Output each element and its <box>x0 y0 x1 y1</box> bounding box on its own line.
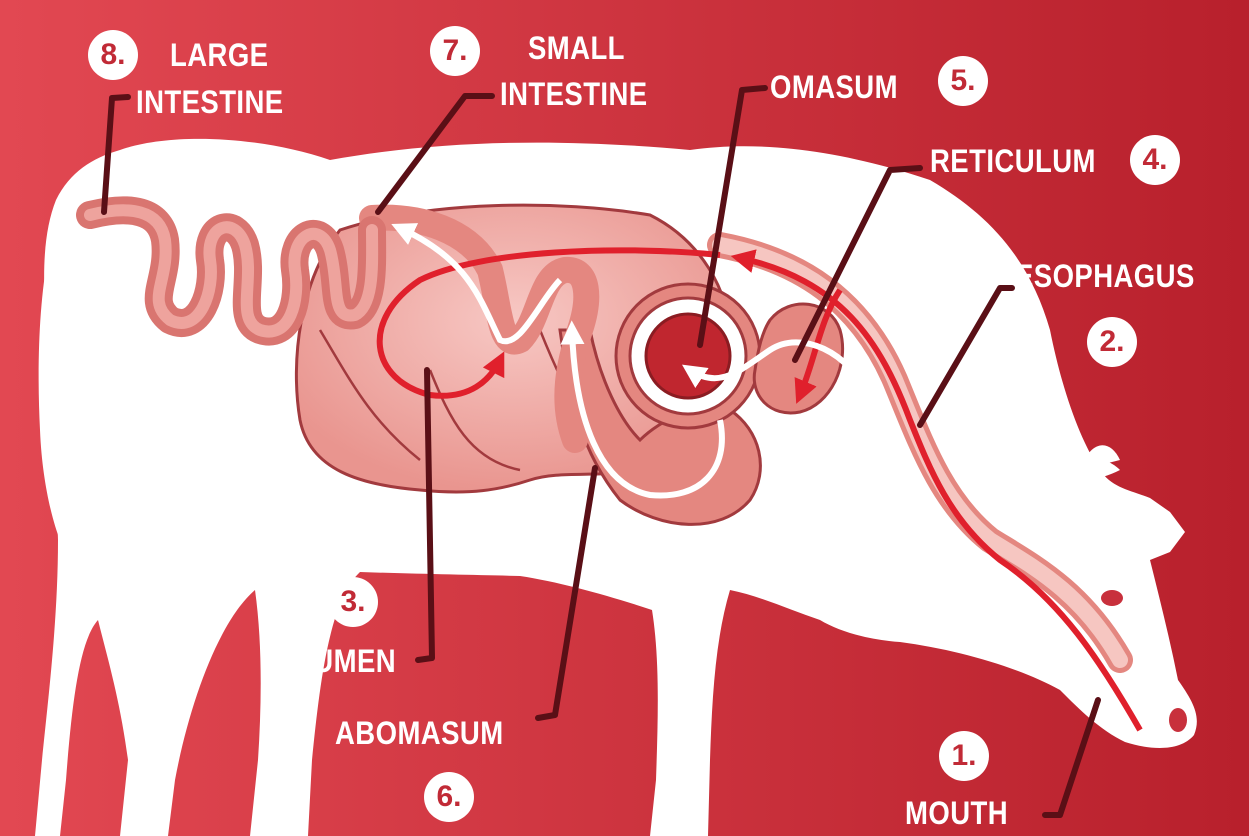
reticulum-label: RETICULUM <box>930 143 1096 179</box>
esophagus-number: 2. <box>1087 317 1137 367</box>
large-intestine-label-line1: LARGE <box>170 37 268 73</box>
abomasum-number: 6. <box>424 772 474 822</box>
mouth-number: 1. <box>939 731 989 781</box>
small-intestine-label-line2: INTESTINE <box>500 76 648 112</box>
eye <box>1101 590 1123 606</box>
rumen-label: RUMEN <box>293 643 396 679</box>
omasum-label: OMASUM <box>770 69 898 105</box>
mouth-label: MOUTH <box>905 795 1008 831</box>
reticulum-number: 4. <box>1130 135 1180 185</box>
omasum-organ <box>616 284 760 428</box>
nostril <box>1169 708 1187 732</box>
large-intestine-label-line2: INTESTINE <box>136 84 284 120</box>
abomasum-label: ABOMASUM <box>335 715 504 751</box>
omasum-number: 5. <box>938 56 988 106</box>
rumen-number: 3. <box>328 577 378 627</box>
small-intestine-number: 7. <box>430 26 480 76</box>
large-intestine-number: 8. <box>88 30 138 80</box>
esophagus-label: ESOPHAGUS <box>1015 258 1195 294</box>
small-intestine-label-line1: SMALL <box>528 30 625 66</box>
